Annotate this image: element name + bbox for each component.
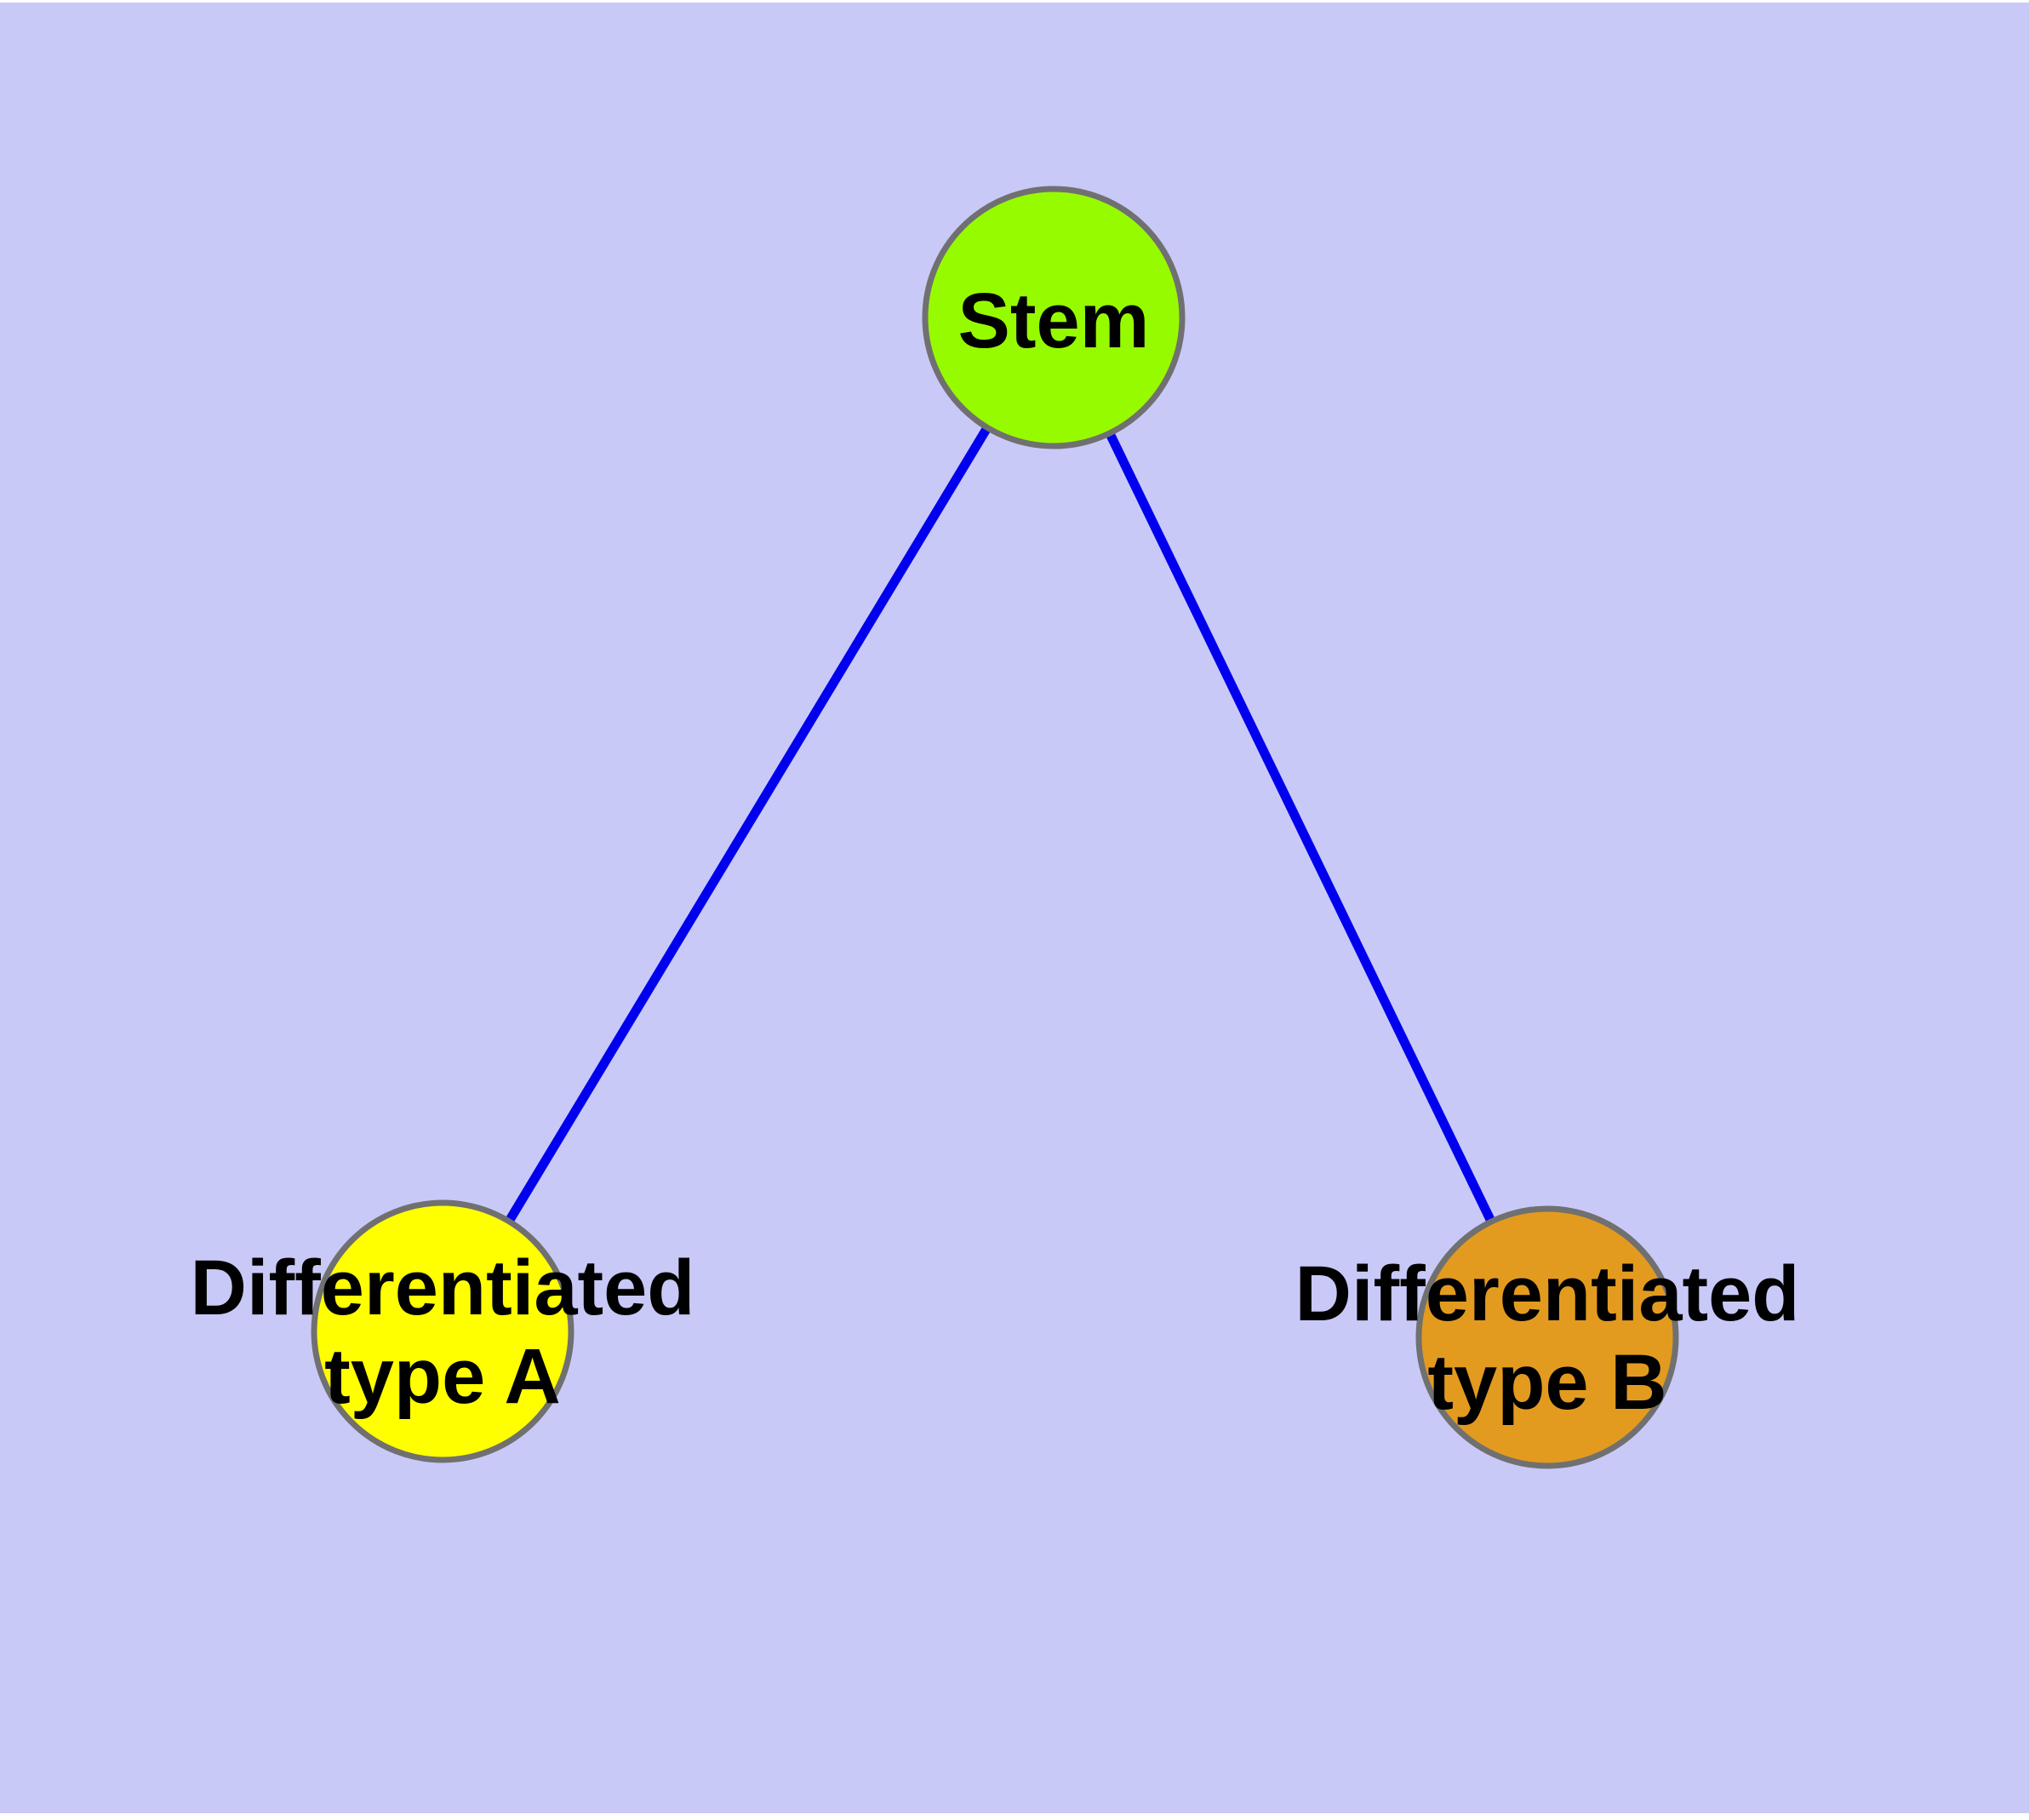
node-stem: Stem — [922, 186, 1186, 449]
node-stem-circle — [922, 186, 1186, 449]
node-type-a-label-line2: type A — [324, 1333, 561, 1420]
edge-stem-to-type-b — [1049, 315, 1552, 1340]
node-type-b: Differentiated type B — [1295, 1205, 1800, 1469]
node-type-a: Differentiated type A — [191, 1199, 695, 1463]
node-type-b-circle — [1415, 1205, 1679, 1469]
node-type-a-label-line1: Differentiated — [191, 1245, 695, 1331]
node-type-a-circle — [311, 1199, 574, 1463]
edge-stem-to-type-a — [438, 315, 1058, 1334]
node-stem-label: Stem — [958, 278, 1150, 364]
node-type-b-label-line1: Differentiated — [1295, 1251, 1800, 1337]
node-type-b-label-line2: type B — [1427, 1339, 1666, 1426]
